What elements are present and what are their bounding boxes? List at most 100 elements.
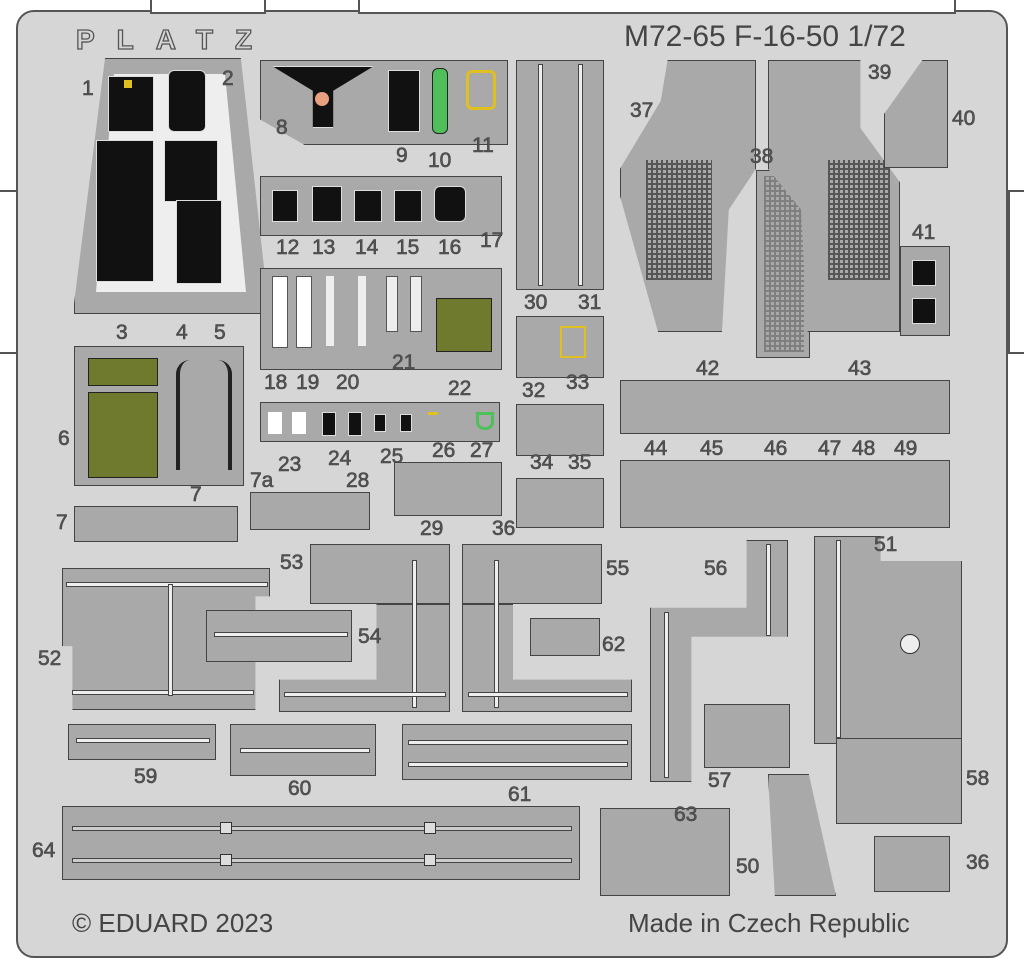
part-number: 13 (312, 236, 336, 259)
part-number: 16 (438, 236, 462, 259)
part-number: 7 (190, 483, 202, 506)
part-number: 36 (492, 517, 516, 540)
part-group-29 (394, 462, 502, 516)
part-number: 4 (176, 321, 188, 344)
fret-notch (1008, 190, 1024, 354)
part-group-7a-28 (250, 492, 370, 530)
part-number: 34 (530, 451, 554, 474)
part-number: 46 (764, 437, 788, 460)
part-number: 48 (852, 437, 876, 460)
part-number: 60 (288, 777, 312, 800)
part-number: 5 (214, 321, 226, 344)
part-25a (374, 414, 386, 432)
wiring-part-57 (704, 704, 790, 768)
part-number: 64 (32, 839, 56, 862)
part-group-7 (74, 506, 238, 542)
wire (836, 540, 841, 738)
part-number: 21 (392, 351, 416, 374)
left-panel (96, 140, 154, 282)
right-upper-panel (164, 140, 218, 202)
part-group-44-49 (620, 460, 950, 528)
wire (168, 584, 173, 696)
hole (900, 634, 920, 654)
part-24b (348, 412, 362, 436)
copyright-text: © EDUARD 2023 (72, 908, 274, 938)
part-number: 58 (966, 767, 990, 790)
part-number: 43 (848, 357, 872, 380)
fret-notch (150, 0, 266, 14)
wire (468, 692, 628, 697)
rail-31 (578, 64, 583, 286)
belt-19 (296, 276, 312, 348)
rail (72, 826, 572, 831)
wiring-part-63 (600, 808, 730, 896)
part-number: 38 (750, 145, 774, 168)
seat-pad-6 (88, 392, 158, 478)
part-number: 9 (396, 144, 408, 167)
wire (240, 748, 370, 753)
wire (766, 544, 771, 636)
part-group-30-31 (516, 60, 604, 290)
part-16 (434, 186, 466, 222)
part-61 (402, 724, 632, 780)
rail-30 (538, 64, 543, 286)
part-24a (322, 412, 336, 436)
rail (72, 858, 572, 863)
part-group-42-43 (620, 380, 950, 434)
part-number: 56 (704, 557, 728, 580)
fret-notch (358, 0, 956, 14)
part-23b (292, 412, 306, 434)
part-number: 63 (674, 803, 698, 826)
wire (494, 560, 499, 708)
part-number: 44 (644, 437, 668, 460)
wiring-part-58 (836, 738, 962, 824)
part-group-34-35 (516, 404, 604, 456)
part-number: 36 (966, 851, 990, 874)
hole (220, 854, 232, 866)
wire (66, 582, 268, 587)
part-number: 29 (420, 517, 444, 540)
part-number: 10 (428, 149, 452, 172)
part-13 (312, 186, 342, 222)
mesh-38 (764, 176, 804, 352)
mesh-39 (828, 160, 890, 280)
part-number: 17 (480, 229, 504, 252)
wire (408, 740, 628, 745)
wire (408, 762, 628, 767)
warning-light (124, 80, 132, 88)
part-number: 26 (432, 439, 456, 462)
part-number: 7a (250, 469, 274, 492)
part-number: 6 (58, 427, 70, 450)
wire (412, 560, 417, 708)
part-number: 62 (602, 633, 626, 656)
part-number: 19 (296, 371, 320, 394)
part-number: 2 (222, 67, 234, 90)
part-number: 33 (566, 371, 590, 394)
part-26 (428, 412, 438, 427)
part-number: 14 (355, 236, 379, 259)
belt-21b (410, 276, 422, 332)
vent-41b (912, 298, 936, 324)
part-number: 25 (380, 445, 404, 468)
part-33 (560, 326, 586, 358)
part-number: 24 (328, 447, 352, 470)
part-number: 55 (606, 557, 630, 580)
part-number: 47 (818, 437, 842, 460)
wire (72, 690, 254, 695)
part-number: 27 (470, 439, 494, 462)
handle-part-11 (466, 70, 496, 110)
part-number: 35 (568, 451, 592, 474)
origin-text: Made in Czech Republic (628, 908, 910, 938)
part-number: 32 (522, 379, 546, 402)
belt-18 (272, 276, 288, 348)
brand-logo: PLATZ (75, 23, 275, 55)
part-64 (62, 806, 580, 880)
hole (424, 822, 436, 834)
part-number: 42 (696, 357, 720, 380)
wire (214, 632, 348, 637)
part-number: 54 (358, 625, 382, 648)
instrument-part-9 (388, 70, 420, 132)
part-number: 11 (472, 134, 494, 157)
part-number: 7 (56, 511, 68, 534)
hole (220, 822, 232, 834)
